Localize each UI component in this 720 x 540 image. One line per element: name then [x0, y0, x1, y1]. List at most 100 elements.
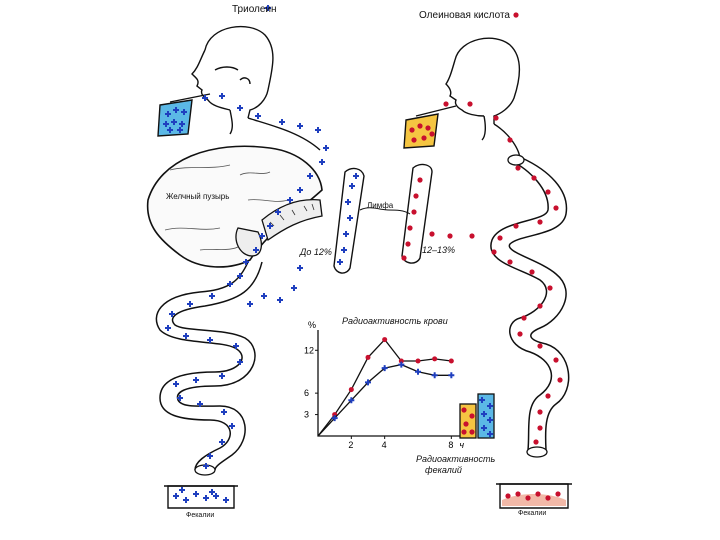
- graph-series-line-triolein: [318, 365, 451, 436]
- triolein-marker: [165, 325, 171, 331]
- oleic-acid-marker: [469, 233, 474, 238]
- oleic-acid-marker: [413, 193, 418, 198]
- triolein-marker: [219, 373, 225, 379]
- legend-oleic-marker: [513, 12, 518, 17]
- oleic-acid-marker: [545, 393, 550, 398]
- graph-x-tick-label: 4: [382, 440, 387, 450]
- oleic-acid-marker: [521, 315, 526, 320]
- oleic-acid-marker: [547, 285, 552, 290]
- graph-point-triolein: [415, 369, 421, 375]
- oleic-acid-marker: [553, 357, 558, 362]
- oleic-acid-marker: [417, 177, 422, 182]
- oleic-acid-marker: [491, 249, 496, 254]
- triolein-marker: [219, 93, 225, 99]
- triolein-marker: [183, 333, 189, 339]
- label-gallbladder: Желчный пузырь: [166, 192, 229, 201]
- oleic-acid-marker: [525, 495, 530, 500]
- triolein-marker: [229, 423, 235, 429]
- oleic-acid-marker: [545, 495, 550, 500]
- graph-point-oleic-acid: [366, 355, 371, 360]
- oleic-acid-marker: [429, 131, 434, 136]
- triolein-marker: [297, 123, 303, 129]
- oleic-acid-marker: [545, 189, 550, 194]
- triolein-marker: [237, 105, 243, 111]
- graph-point-oleic-acid: [382, 337, 387, 342]
- graph-point-oleic-acid: [449, 359, 454, 364]
- oleic-acid-marker: [493, 115, 498, 120]
- triolein-marker: [297, 265, 303, 271]
- oleic-acid-marker: [407, 225, 412, 230]
- legend-left-label: Триолеин: [232, 4, 277, 15]
- graph-axes: [318, 330, 472, 436]
- oleic-acid-marker: [411, 209, 416, 214]
- right-intestine: [491, 158, 569, 450]
- graph-point-triolein: [448, 372, 454, 378]
- oleic-acid-marker: [447, 233, 452, 238]
- legend-right-label: Олеиновая кислота: [419, 10, 510, 21]
- graph-point-oleic-acid: [416, 359, 421, 364]
- oleic-acid-marker: [505, 493, 510, 498]
- graph-x-unit: ч: [459, 440, 464, 450]
- oleic-acid-marker: [557, 377, 562, 382]
- left-intestine: [156, 262, 262, 470]
- graph-x-tick-label: 8: [448, 440, 453, 450]
- label-feces-left: Фекалии: [186, 512, 214, 519]
- oleic-acid-marker: [531, 175, 536, 180]
- graph-y-tick-label: 3: [304, 410, 309, 420]
- feces-bar-oleic-marker: [461, 429, 466, 434]
- oleic-acid-marker: [507, 137, 512, 142]
- oleic-acid-marker: [417, 123, 422, 128]
- oleic-acid-marker: [515, 165, 520, 170]
- oleic-acid-marker: [537, 219, 542, 224]
- feces-bar-oleic-marker: [469, 429, 474, 434]
- graph-point-triolein: [398, 362, 404, 368]
- oleic-acid-marker: [515, 491, 520, 496]
- triolein-marker: [221, 409, 227, 415]
- oleic-acid-marker: [425, 125, 430, 130]
- graph-title: Радиоактивность крови: [342, 316, 448, 326]
- triolein-marker: [261, 293, 267, 299]
- right-intestine-end: [527, 447, 547, 457]
- oleic-acid-marker: [533, 439, 538, 444]
- oleic-acid-marker: [517, 331, 522, 336]
- left-head: [192, 27, 320, 150]
- graph-bottom-label-2: фекалий: [425, 465, 462, 475]
- oleic-acid-marker: [401, 255, 406, 260]
- graph-point-oleic-acid: [432, 356, 437, 361]
- graph-y-unit: %: [308, 320, 316, 330]
- graph-y-tick-label: 12: [304, 345, 314, 355]
- triolein-marker: [279, 119, 285, 125]
- label-feces-right: Фекалии: [518, 510, 546, 517]
- oleic-acid-marker: [405, 241, 410, 246]
- oleic-acid-marker: [537, 303, 542, 308]
- feces-bar-oleic-marker: [461, 407, 466, 412]
- oleic-acid-marker: [513, 223, 518, 228]
- oleic-acid-marker: [443, 101, 448, 106]
- oleic-acid-marker: [553, 205, 558, 210]
- oleic-acid-marker: [429, 231, 434, 236]
- oleic-acid-marker: [421, 135, 426, 140]
- feces-bar-oleic-marker: [463, 421, 468, 426]
- triolein-marker: [315, 127, 321, 133]
- triolein-marker: [291, 285, 297, 291]
- triolein-marker: [219, 439, 225, 445]
- oleic-acid-marker: [467, 101, 472, 106]
- blood-radioactivity-graph: %3612248ч: [304, 320, 472, 450]
- oleic-acid-marker: [537, 409, 542, 414]
- oleic-acid-marker: [555, 491, 560, 496]
- triolein-marker: [255, 113, 261, 119]
- label-to-percent-left: До 12%: [300, 247, 332, 257]
- triolein-marker: [319, 159, 325, 165]
- graph-series-line-oleic-acid: [318, 340, 451, 436]
- oleic-acid-marker: [411, 137, 416, 142]
- oleic-acid-marker: [537, 343, 542, 348]
- graph-point-oleic-acid: [349, 387, 354, 392]
- oleic-acid-marker: [497, 235, 502, 240]
- graph-bottom-label-1: Радиоактивность: [416, 454, 495, 464]
- feces-bar-oleic-marker: [469, 413, 474, 418]
- oleic-acid-marker: [507, 259, 512, 264]
- triolein-marker: [277, 297, 283, 303]
- oleic-acid-marker: [529, 269, 534, 274]
